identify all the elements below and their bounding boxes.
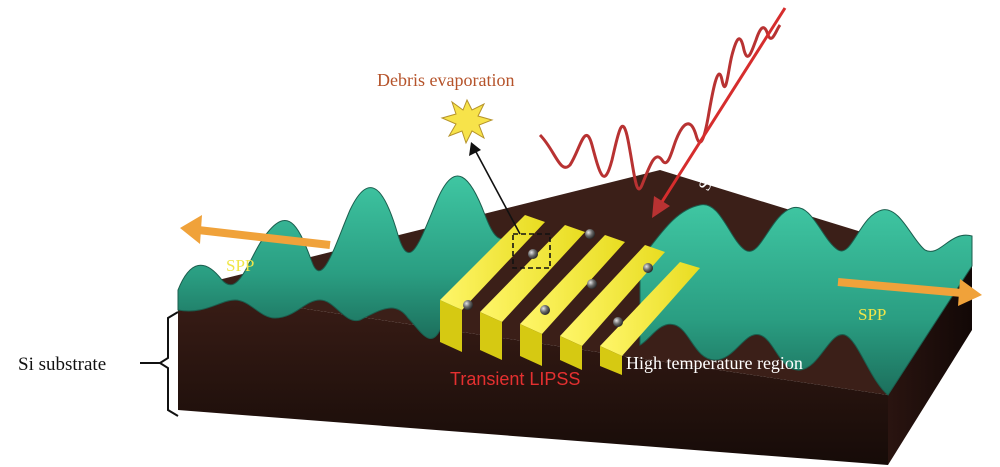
spp-wave-left bbox=[177, 175, 521, 339]
si-substrate-label: Si substrate bbox=[18, 354, 106, 375]
spp-label-right: SPP bbox=[858, 305, 886, 324]
transient-lipss-label: Transient LIPSS bbox=[450, 369, 580, 389]
debris-particle bbox=[587, 279, 597, 289]
debris-highlight-box bbox=[512, 233, 551, 269]
grating-bar-4 bbox=[560, 245, 665, 370]
spp-arrow-right bbox=[837, 278, 982, 306]
debris-particles bbox=[463, 229, 653, 327]
substrate-bracket bbox=[140, 311, 179, 417]
spp-arrow-left bbox=[180, 215, 331, 249]
substrate-front-face bbox=[178, 290, 888, 465]
spp-label-left: SPP bbox=[226, 256, 254, 275]
grating-bar-2 bbox=[480, 225, 585, 360]
debris-particle bbox=[643, 263, 653, 273]
grating-bar-1 bbox=[440, 215, 545, 352]
high-temperature-region-label: High temperature region bbox=[626, 353, 803, 373]
debris-particle bbox=[613, 317, 623, 327]
shaped-pulse-arrow bbox=[652, 7, 787, 218]
grating-bar-5 bbox=[600, 262, 700, 375]
debris-particle bbox=[585, 229, 595, 239]
lipss-grating bbox=[440, 215, 700, 375]
debris-star-icon bbox=[440, 98, 494, 145]
shaped-pulse-waveform bbox=[538, 24, 782, 191]
debris-particle bbox=[540, 305, 550, 315]
shaped-pulse-label: Shaped pulse bbox=[695, 104, 752, 193]
debris-particle bbox=[463, 300, 473, 310]
debris-particle bbox=[528, 249, 538, 259]
substrate-side-face bbox=[888, 266, 972, 465]
debris-pointer-arrow bbox=[469, 142, 521, 235]
debris-evaporation-label: Debris evaporation bbox=[377, 70, 514, 90]
spp-wave-right bbox=[639, 204, 973, 396]
